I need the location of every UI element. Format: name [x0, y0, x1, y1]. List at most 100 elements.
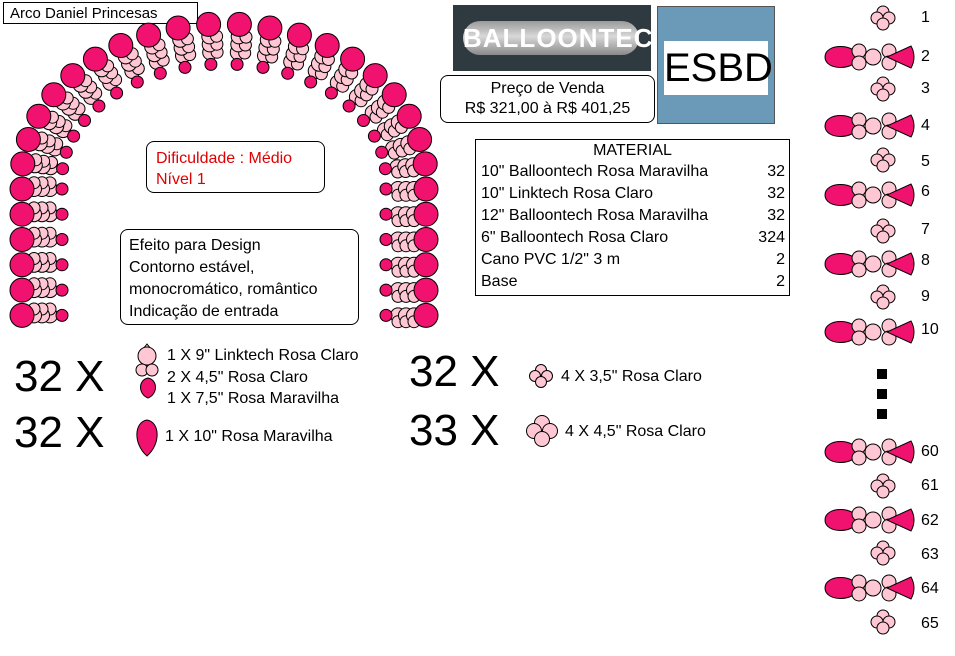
esbd-logo-text: ESBD: [664, 41, 773, 95]
seq-label-61: 61: [921, 477, 939, 494]
module-1-count: 32 X: [14, 352, 105, 401]
row-light-balloon: [864, 443, 882, 461]
arch-pink-balloon: [379, 182, 393, 196]
arch-pink-balloon: [379, 207, 393, 221]
arch-pink-balloon: [9, 302, 35, 328]
sequence-column: [824, 5, 915, 635]
seq-label-4: 4: [921, 117, 930, 134]
row-light-balloon: [864, 186, 882, 204]
module-3-spec-1: 4 X 3,5" Rosa Claro: [561, 368, 702, 385]
arch-pink-balloon: [281, 66, 295, 80]
ellipsis-dot: [877, 389, 887, 399]
arch-pink-balloon: [9, 227, 35, 252]
arch-pink-balloon: [413, 302, 439, 328]
seq-label-60: 60: [921, 443, 939, 460]
module-2-icon: [136, 419, 158, 457]
arch-pink-balloon: [396, 103, 422, 129]
balloon-arch: [9, 11, 439, 329]
row-light-balloon: [851, 55, 867, 71]
arch-pink-balloon: [110, 86, 124, 100]
arch-pink-balloon: [381, 82, 407, 108]
seq-label-10: 10: [921, 321, 939, 338]
arch-pink-balloon: [379, 233, 393, 246]
material-item: 12" Balloontech Rosa Maravilha: [481, 207, 709, 224]
arch-pink-balloon: [9, 201, 35, 227]
balloontech-logo-text: BALLOONTECH: [463, 23, 674, 53]
arch-pink-balloon: [92, 99, 106, 113]
design-effect-box: Efeito para Design Contorno estável, mon…: [120, 229, 359, 325]
material-item: 10" Balloontech Rosa Maravilha: [481, 163, 709, 180]
arch-pink-balloon: [230, 57, 244, 71]
arch-pink-balloon: [379, 283, 393, 297]
arch-pink-balloon: [304, 75, 318, 89]
material-qty: 32: [767, 185, 785, 202]
row-pink-balloon-right: [885, 320, 915, 344]
arch-pink-balloon: [78, 114, 91, 127]
cluster-balloon: [876, 621, 890, 635]
row-light-balloon: [864, 117, 882, 135]
arch-pink-balloon: [324, 86, 338, 100]
arch-pink-balloon: [362, 63, 388, 89]
seq-label-6: 6: [921, 183, 930, 200]
arch-pink-balloon: [153, 66, 167, 80]
material-qty: 2: [776, 251, 785, 268]
arch-pink-balloon: [60, 63, 86, 89]
row-pink-balloon-right: [885, 45, 915, 69]
page-title: Arco Daniel Princesas: [10, 5, 158, 22]
material-qty: 32: [767, 163, 785, 180]
material-title: MATERIAL: [593, 142, 672, 159]
arch-pink-balloon: [413, 176, 439, 202]
arch-pink-balloon: [342, 99, 356, 113]
ellipsis-dot: [877, 369, 887, 379]
material-item: 10" Linktech Rosa Claro: [481, 185, 653, 202]
seq-label-1: 1: [921, 9, 930, 26]
balloontech-logo: BALLOONTECH: [453, 5, 674, 71]
design-line-2: Contorno estável,: [129, 259, 255, 276]
seq-label-8: 8: [921, 252, 930, 269]
row-light-balloon: [864, 48, 882, 66]
module-1-spec-2: 2 X 4,5" Rosa Claro: [167, 369, 308, 386]
arch-pink-balloon: [55, 308, 69, 322]
arch-pink-balloon: [378, 162, 392, 176]
seq-label-65: 65: [921, 615, 939, 632]
design-line-3: monocromático, romântico: [129, 281, 318, 298]
arch-pink-balloon: [136, 22, 162, 48]
arch-pink-balloon: [413, 252, 439, 278]
arch-pink-balloon: [82, 46, 108, 72]
design-line-4: Indicação de entrada: [129, 303, 279, 320]
seq-label-63: 63: [921, 546, 939, 563]
cluster-balloon: [876, 17, 890, 31]
arch-pink-balloon: [41, 82, 67, 108]
row-pink-balloon-right: [885, 508, 915, 532]
arch-pink-balloon: [108, 33, 134, 58]
difficulty-box: Dificuldade : Médio Nível 1: [146, 141, 325, 193]
cluster-balloon: [876, 552, 890, 566]
material-item: 6" Balloontech Rosa Claro: [481, 229, 669, 246]
row-light-balloon: [851, 586, 867, 602]
row-light-balloon: [851, 124, 867, 140]
arch-pink-balloon: [412, 151, 438, 177]
arch-pink-balloon: [55, 283, 69, 297]
module-2-count: 32 X: [14, 408, 105, 457]
module-2-spec-1: 1 X 10" Rosa Maravilha: [165, 428, 333, 445]
arch-pink-balloon: [257, 15, 283, 41]
arch-pink-balloon: [204, 57, 218, 71]
arch-pink-balloon: [357, 114, 370, 127]
material-item: Base: [481, 273, 518, 290]
seq-label-3: 3: [921, 80, 930, 97]
cluster-balloon: [876, 159, 890, 173]
row-pink-balloon-right: [885, 252, 915, 276]
arch-pink-balloon: [314, 33, 340, 58]
arch-pink-balloon: [130, 75, 144, 89]
row-pink-balloon-right: [885, 114, 915, 138]
arch-pink-balloon: [286, 22, 312, 48]
row-light-balloon: [851, 518, 867, 534]
row-light-balloon: [851, 330, 867, 346]
row-pink-balloon-right: [885, 183, 915, 207]
row-light-balloon: [864, 255, 882, 273]
arch-pink-balloon: [165, 15, 191, 41]
arch-pink-balloon: [55, 207, 69, 221]
